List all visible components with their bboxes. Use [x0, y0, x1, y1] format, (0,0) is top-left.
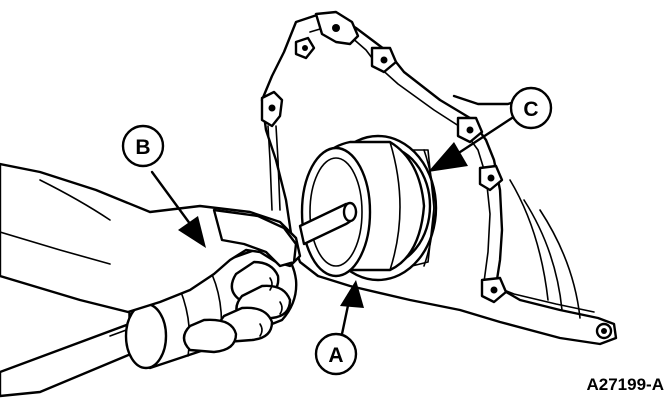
- callout-b: B: [121, 124, 165, 168]
- leader-arrow-c: [428, 116, 514, 172]
- leader-arrow-a: [340, 280, 364, 336]
- callout-a: A: [314, 332, 358, 376]
- technician-hand: [0, 162, 302, 354]
- callout-c-label: C: [523, 98, 538, 121]
- leader-arrow-b: [150, 170, 206, 248]
- figure-id: A27199-A: [587, 375, 665, 394]
- callout-a-label: A: [328, 344, 343, 367]
- callout-c: C: [509, 86, 553, 130]
- seal-installer-tool: [298, 140, 426, 278]
- callout-b-label: B: [135, 136, 150, 159]
